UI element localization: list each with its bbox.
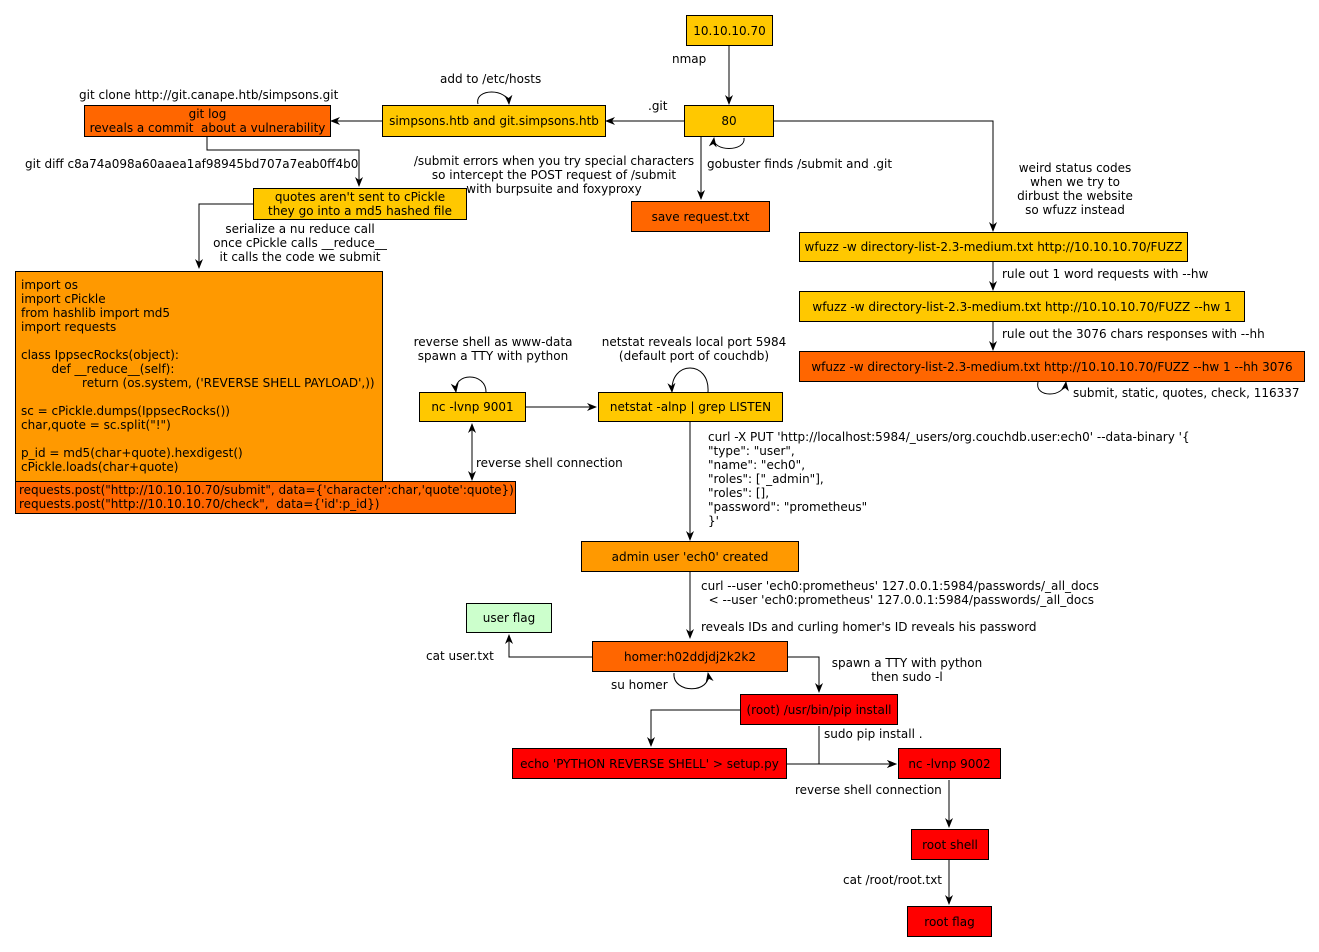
label-git-clone: git clone http://git.canape.htb/simpsons…: [79, 88, 339, 102]
edge-homer-to-userflag: [505, 634, 592, 658]
label-reverse-www: reverse shell as www-data spawn a TTY wi…: [413, 335, 573, 363]
label-curl-put: curl -X PUT 'http://localhost:5984/_user…: [708, 430, 1190, 528]
user-flag-node: user flag: [466, 603, 552, 633]
label-cat-user: cat user.txt: [426, 649, 494, 663]
wfuzz-3-node: wfuzz -w directory-list-2.3-medium.txt h…: [799, 351, 1305, 382]
label-weird-status: weird status codes when we try to dirbus…: [1017, 161, 1133, 217]
label-add-hosts: add to /etc/hosts: [440, 72, 542, 86]
wfuzz-1-node: wfuzz -w directory-list-2.3-medium.txt h…: [799, 232, 1188, 262]
edge-homer-to-pip: [786, 656, 823, 693]
nc-9002-node: nc -lvnp 9002: [898, 748, 1001, 779]
label-cat-root: cat /root/root.txt: [843, 873, 942, 887]
root-shell-node: root shell: [911, 829, 989, 860]
label-su-homer: su homer: [611, 678, 668, 692]
label-rule-out-1: rule out 1 word requests with --hw: [1002, 267, 1209, 281]
echo-setup-node: echo 'PYTHON REVERSE SHELL' > setup.py: [512, 748, 787, 779]
nc-9001-node: nc -lvnp 9001: [419, 392, 526, 422]
loop-homer: [673, 672, 714, 690]
label-wfuzz-results: submit, static, quotes, check, 116337: [1073, 386, 1300, 400]
loop-netstat: [667, 367, 709, 393]
wfuzz-2-node: wfuzz -w directory-list-2.3-medium.txt h…: [799, 291, 1245, 322]
root-flag-node: root flag: [907, 906, 992, 937]
quotes-node: quotes aren't sent to cPickle they go in…: [253, 188, 467, 220]
save-request-node: save request.txt: [631, 201, 770, 232]
label-submit-errors: /submit errors when you try special char…: [413, 154, 695, 196]
label-serialize: serialize a nu reduce call once cPickle …: [213, 222, 387, 264]
label-reverse-conn-2: reverse shell connection: [795, 783, 942, 797]
git-log-node: git log reveals a commit about a vulnera…: [84, 105, 331, 137]
git-log-text: git log reveals a commit about a vulnera…: [89, 107, 326, 135]
netstat-node: netstat -alnp | grep LISTEN: [598, 392, 783, 422]
edge-80-to-wfuzz1: [774, 120, 997, 232]
loop-simpsons: [477, 91, 513, 105]
label-reverse-conn: reverse shell connection: [476, 456, 623, 470]
homer-node: homer:h02ddjdj2k2k2: [592, 641, 788, 672]
simpsons-hosts-node: simpsons.htb and git.simpsons.htb: [382, 105, 606, 137]
edge-gitlog-to-quotes: [206, 137, 363, 187]
label-git: .git: [648, 99, 668, 113]
requests-code-block: requests.post("http://10.10.10.70/submit…: [15, 481, 516, 514]
label-gobuster: gobuster finds /submit and .git: [707, 157, 893, 171]
label-git-diff: git diff c8a74a098a60aaea1af98945bd707a7…: [25, 157, 359, 171]
label-curl-user: curl --user 'ech0:prometheus' 127.0.0.1:…: [701, 579, 1099, 607]
port-80-node: 80: [684, 105, 774, 137]
edge-quotes-to-code: [195, 203, 253, 269]
label-reveals-ids: reveals IDs and curling homer's ID revea…: [701, 620, 1037, 634]
exploit-code-block: import os import cPickle from hashlib im…: [15, 271, 383, 482]
loop-wfuzz3: [1037, 381, 1069, 395]
ip-node: 10.10.10.70: [686, 15, 773, 46]
label-spawn-tty: spawn a TTY with python then sudo -l: [831, 656, 983, 684]
pip-install-node: (root) /usr/bin/pip install: [740, 694, 898, 725]
edge-pip-to-echo: [647, 709, 740, 747]
label-netstat-reveals: netstat reveals local port 5984 (default…: [601, 335, 787, 363]
loop-nc9001: [450, 376, 487, 393]
quotes-text: quotes aren't sent to cPickle they go in…: [267, 190, 452, 218]
admin-user-node: admin user 'ech0' created: [581, 541, 799, 572]
label-rule-out-2: rule out the 3076 chars responses with -…: [1002, 327, 1265, 341]
label-nmap: nmap: [672, 52, 707, 66]
label-sudo-pip: sudo pip install .: [824, 727, 923, 741]
loop-80: [708, 137, 745, 149]
